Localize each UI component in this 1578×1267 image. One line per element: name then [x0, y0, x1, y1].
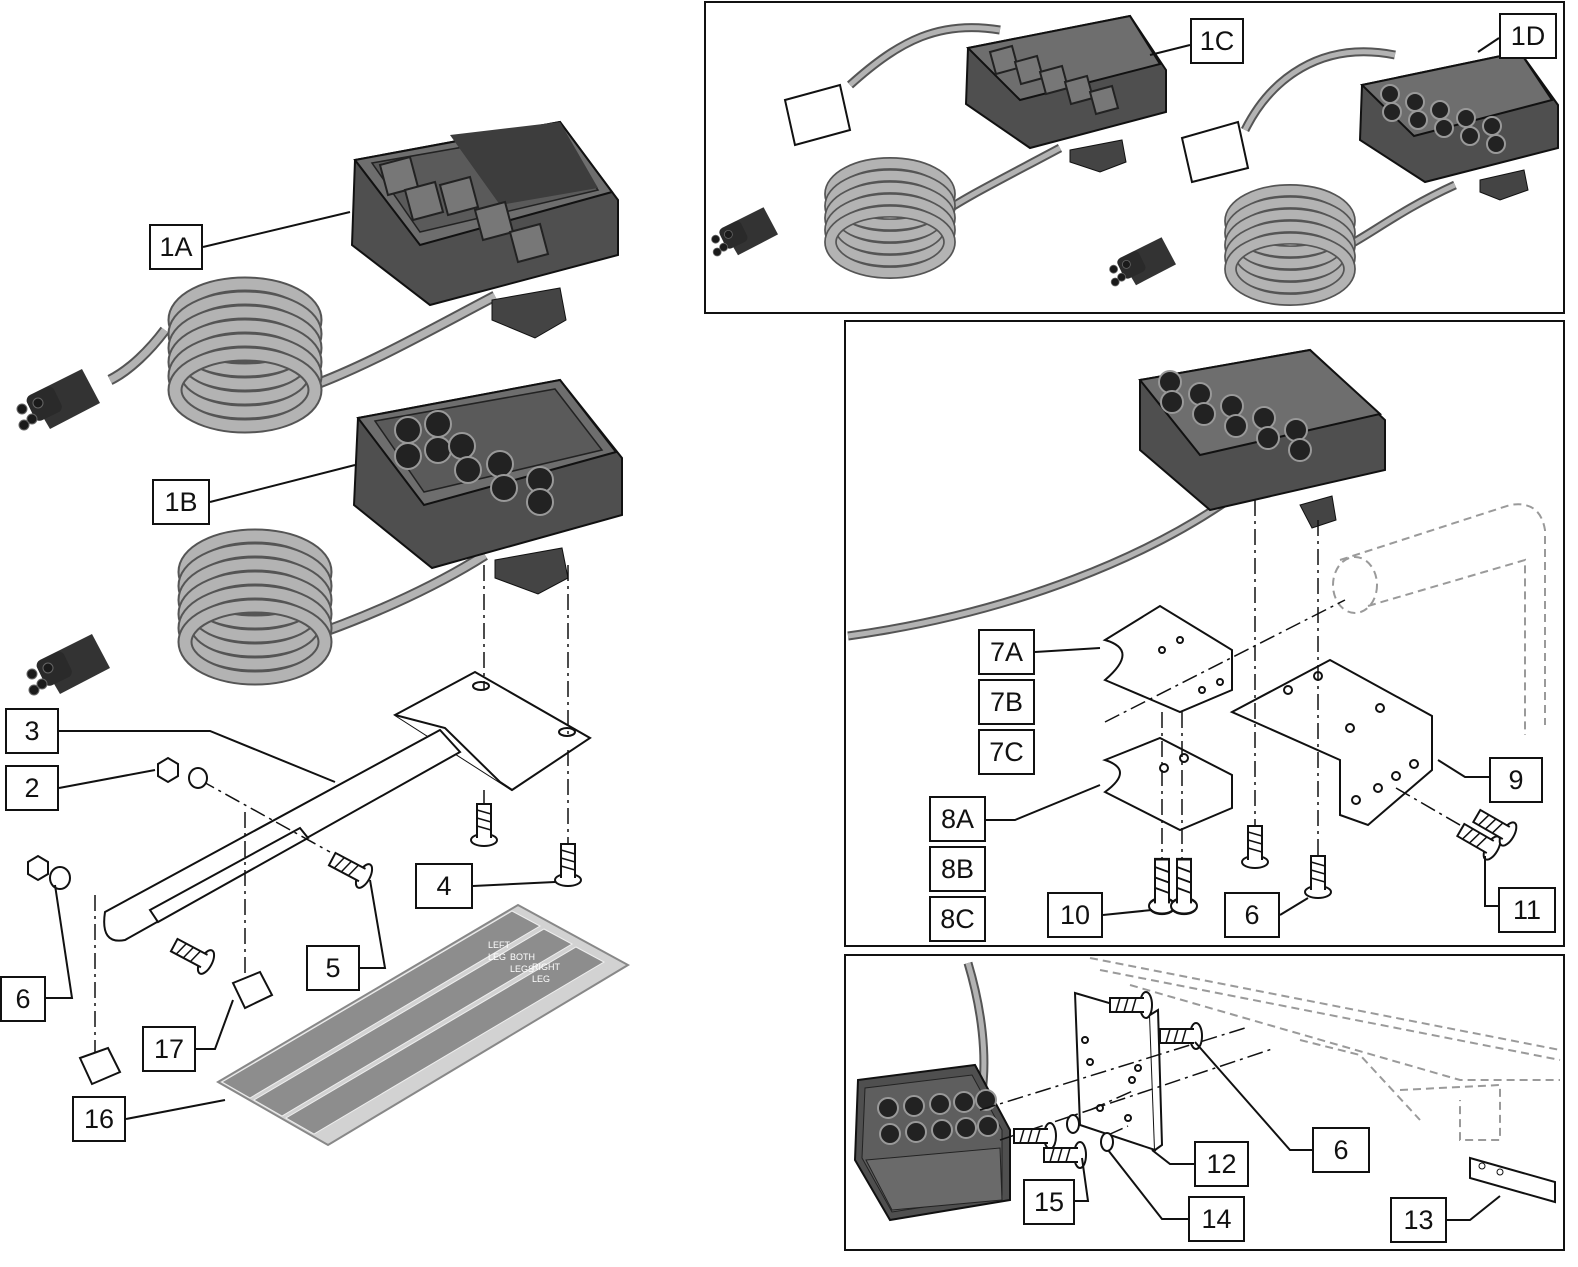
plate-mount-assembly	[853, 957, 1561, 1222]
leader-lines	[46, 37, 1513, 1221]
pendant-1A-assembly	[16, 120, 619, 430]
callout-17: 17	[142, 1026, 196, 1072]
callout-7B: 7B	[978, 679, 1035, 725]
callout-4: 4	[415, 863, 473, 909]
callout-13: 13	[1390, 1197, 1447, 1243]
callout-15: 15	[1023, 1179, 1075, 1225]
callout-6-left: 6	[0, 976, 46, 1022]
mount-bracket-3	[103, 670, 592, 942]
decal-text-both-2: LEGS	[510, 964, 534, 974]
callout-1D: 1D	[1499, 13, 1557, 59]
dash-center-lines	[94, 565, 569, 1055]
callout-8A: 8A	[929, 796, 986, 842]
panel-plate-mount	[844, 954, 1565, 1251]
callout-11: 11	[1498, 887, 1556, 933]
callout-14: 14	[1188, 1196, 1245, 1242]
callout-6-middle: 6	[1224, 892, 1280, 938]
callout-7A: 7A	[978, 629, 1035, 675]
callout-5: 5	[306, 945, 360, 991]
decal-text-left-1: LEFT	[488, 940, 511, 950]
callout-16: 16	[72, 1096, 126, 1142]
hardware-left	[27, 756, 582, 1086]
decal-sheet-16: LEFT LEG BOTH LEGS RIGHT LEG	[216, 903, 631, 1147]
callout-3: 3	[5, 708, 59, 754]
pendant-1D-assembly	[1109, 47, 1559, 300]
callout-8B: 8B	[929, 846, 986, 892]
callout-7C: 7C	[978, 729, 1035, 775]
pendant-1B-assembly	[26, 378, 623, 696]
callout-10: 10	[1047, 892, 1103, 938]
panel-1C-1D	[704, 1, 1565, 314]
callout-8C: 8C	[929, 896, 986, 942]
callout-12: 12	[1194, 1141, 1249, 1187]
panel-clamp-mount	[844, 320, 1565, 947]
callout-1A: 1A	[149, 224, 203, 270]
decal-text-left-2: LEG	[488, 952, 506, 962]
clamp-mount-assembly	[847, 348, 1546, 916]
callout-2: 2	[5, 765, 59, 811]
callout-6-bottom: 6	[1312, 1127, 1370, 1173]
callout-1B: 1B	[152, 479, 210, 525]
callout-9: 9	[1489, 757, 1543, 803]
callout-1C: 1C	[1190, 18, 1244, 64]
decal-text-both-1: BOTH	[510, 952, 535, 962]
decal-text-right-1: RIGHT	[532, 962, 561, 972]
decal-text-right-2: LEG	[532, 974, 550, 984]
pendant-1C-assembly	[711, 14, 1167, 273]
